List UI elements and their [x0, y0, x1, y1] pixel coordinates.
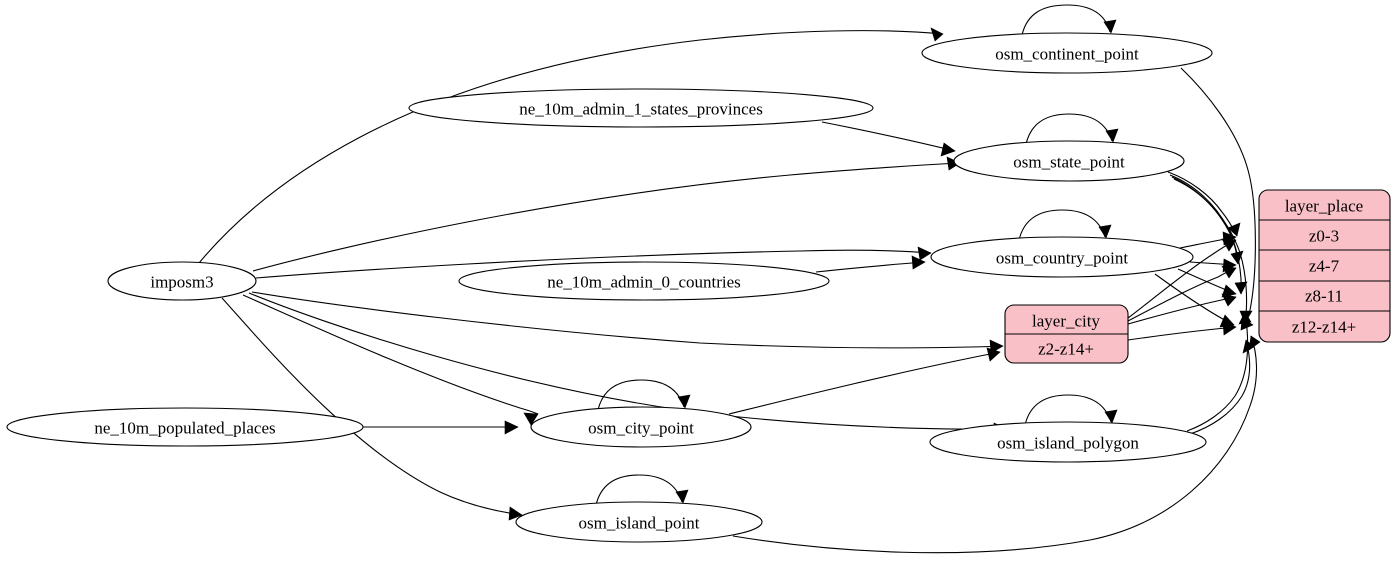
node-osm-continent-point[interactable]: osm_continent_point [921, 32, 1213, 74]
edge-layer [198, 4, 1261, 554]
edge-imposm3-to-osm-state-point [252, 156, 961, 272]
edge-ne-admin0-to-osm-country-point [815, 255, 926, 273]
node-imposm3[interactable]: imposm3 [107, 261, 257, 301]
edge-imposm3-to-osm-city-point [242, 294, 539, 426]
edge-osm-island-polygon-to-layer-place-z8 [1186, 311, 1252, 432]
edge-self-loop-osm-island-point [595, 474, 689, 506]
node-ne-10m-admin-0-countries[interactable]: ne_10m_admin_0_countries [458, 261, 830, 301]
edge-ne-admin1-to-osm-state-point [821, 121, 956, 157]
node-osm-country-point[interactable]: osm_country_point [930, 236, 1194, 278]
node-ne-10m-populated-places[interactable]: ne_10m_populated_places [6, 407, 364, 447]
edge-osm-continent-point-to-layer-place-z12 [1180, 67, 1256, 331]
edge-layer-city-to-layer-place-z0 [1127, 238, 1237, 319]
node-osm-city-point[interactable]: osm_city_point [530, 406, 752, 448]
edge-self-loop-osm-island-polygon [1024, 394, 1118, 426]
edge-layer-city-to-layer-place-z4 [1127, 265, 1237, 322]
edge-self-loop-osm-city-point [597, 379, 691, 411]
edge-osm-city-point-to-layer-city [728, 347, 1001, 415]
node-layer-place[interactable]: layer_place z0-3 z4-7 z8-11 z12-z14+ [1258, 189, 1391, 343]
edge-osm-island-point-to-layer-place-z12 [732, 335, 1261, 554]
edge-imposm3-to-layer-city [251, 291, 1004, 354]
edge-imposm3-to-osm-country-point [255, 246, 932, 279]
edge-layer-city-to-layer-place-z8 [1127, 293, 1237, 325]
node-layer-city[interactable]: layer_city z2-z14+ [1004, 304, 1129, 364]
edge-osm-state-point-to-layer-place-z8 [1171, 176, 1248, 295]
node-osm-island-polygon[interactable]: osm_island_polygon [929, 421, 1207, 463]
node-osm-island-point[interactable]: osm_island_point [515, 501, 763, 543]
node-layer: imposm3 ne_10m_admin_1_states_provinces … [6, 32, 1213, 543]
edge-imposm3-to-osm-continent-point [198, 27, 944, 264]
edge-layer-city-to-layer-place-z12 [1127, 321, 1237, 341]
edge-imposm3-to-osm-island-point [221, 297, 523, 521]
edge-osm-state-point-to-layer-place-z0 [1167, 171, 1241, 237]
edge-ne-populated-to-osm-city-point [363, 420, 519, 435]
edge-self-loop-osm-state-point [1025, 113, 1119, 145]
edge-self-loop-osm-country-point [1018, 209, 1112, 241]
node-osm-state-point[interactable]: osm_state_point [953, 140, 1185, 182]
edge-self-loop-osm-continent-point [1021, 4, 1117, 36]
node-ne-10m-admin-1-states-provinces[interactable]: ne_10m_admin_1_states_provinces [408, 88, 874, 128]
